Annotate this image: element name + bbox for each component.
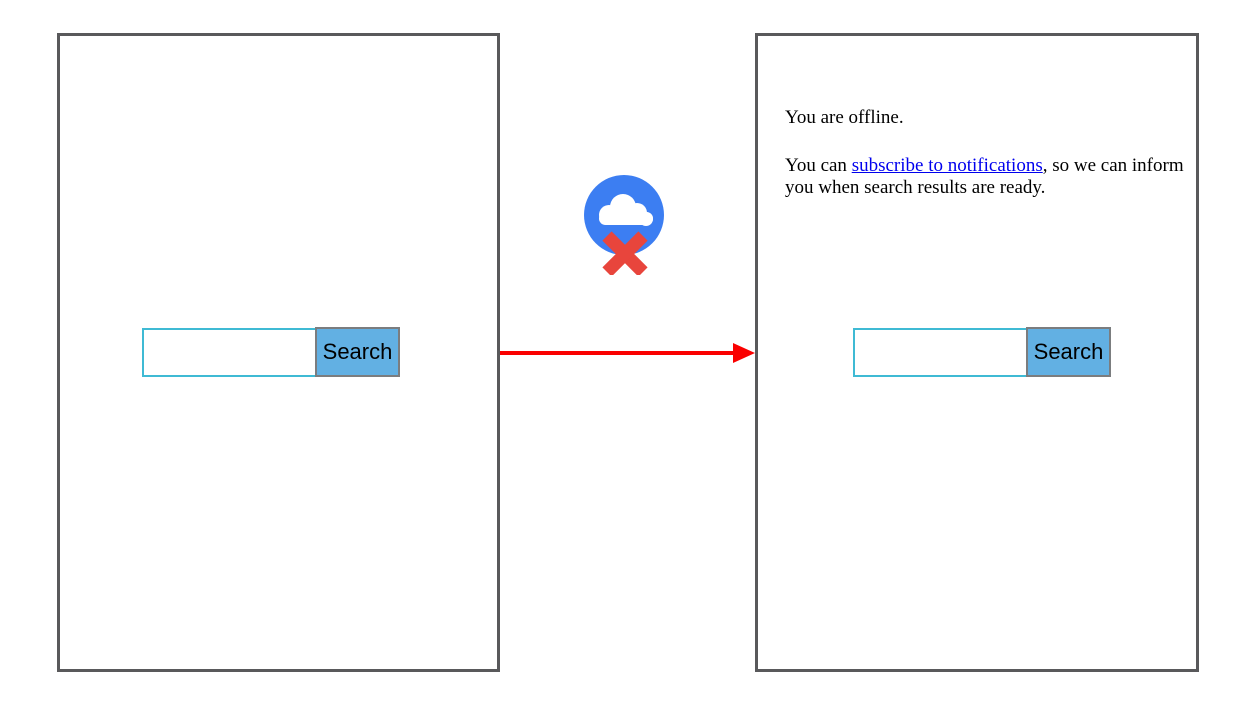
browser-frame-after: You are offline. You can subscribe to no…: [755, 33, 1199, 672]
offline-status-text: You are offline.: [785, 107, 904, 128]
flow-arrow: [500, 343, 755, 363]
search-button[interactable]: Search: [315, 327, 400, 377]
search-input[interactable]: [142, 327, 317, 377]
x-glyph: [602, 231, 648, 277]
subscribe-text-suffix: , so we can inform you when search resul…: [785, 155, 1184, 198]
search-widget: Search: [853, 327, 1111, 377]
offline-subscribe-text: You can subscribe to notifications, so w…: [785, 155, 1185, 199]
offline-cloud-icon: [584, 175, 664, 277]
search-widget: Search: [142, 327, 400, 377]
subscribe-link[interactable]: subscribe to notifications: [851, 155, 1043, 176]
search-input[interactable]: [853, 327, 1028, 377]
cloud-glyph: [599, 194, 653, 226]
offline-message: You are offline. You can subscribe to no…: [785, 107, 1185, 199]
subscribe-text-prefix: You can: [785, 155, 852, 176]
search-button[interactable]: Search: [1026, 327, 1111, 377]
browser-frame-before: Search: [57, 33, 500, 672]
